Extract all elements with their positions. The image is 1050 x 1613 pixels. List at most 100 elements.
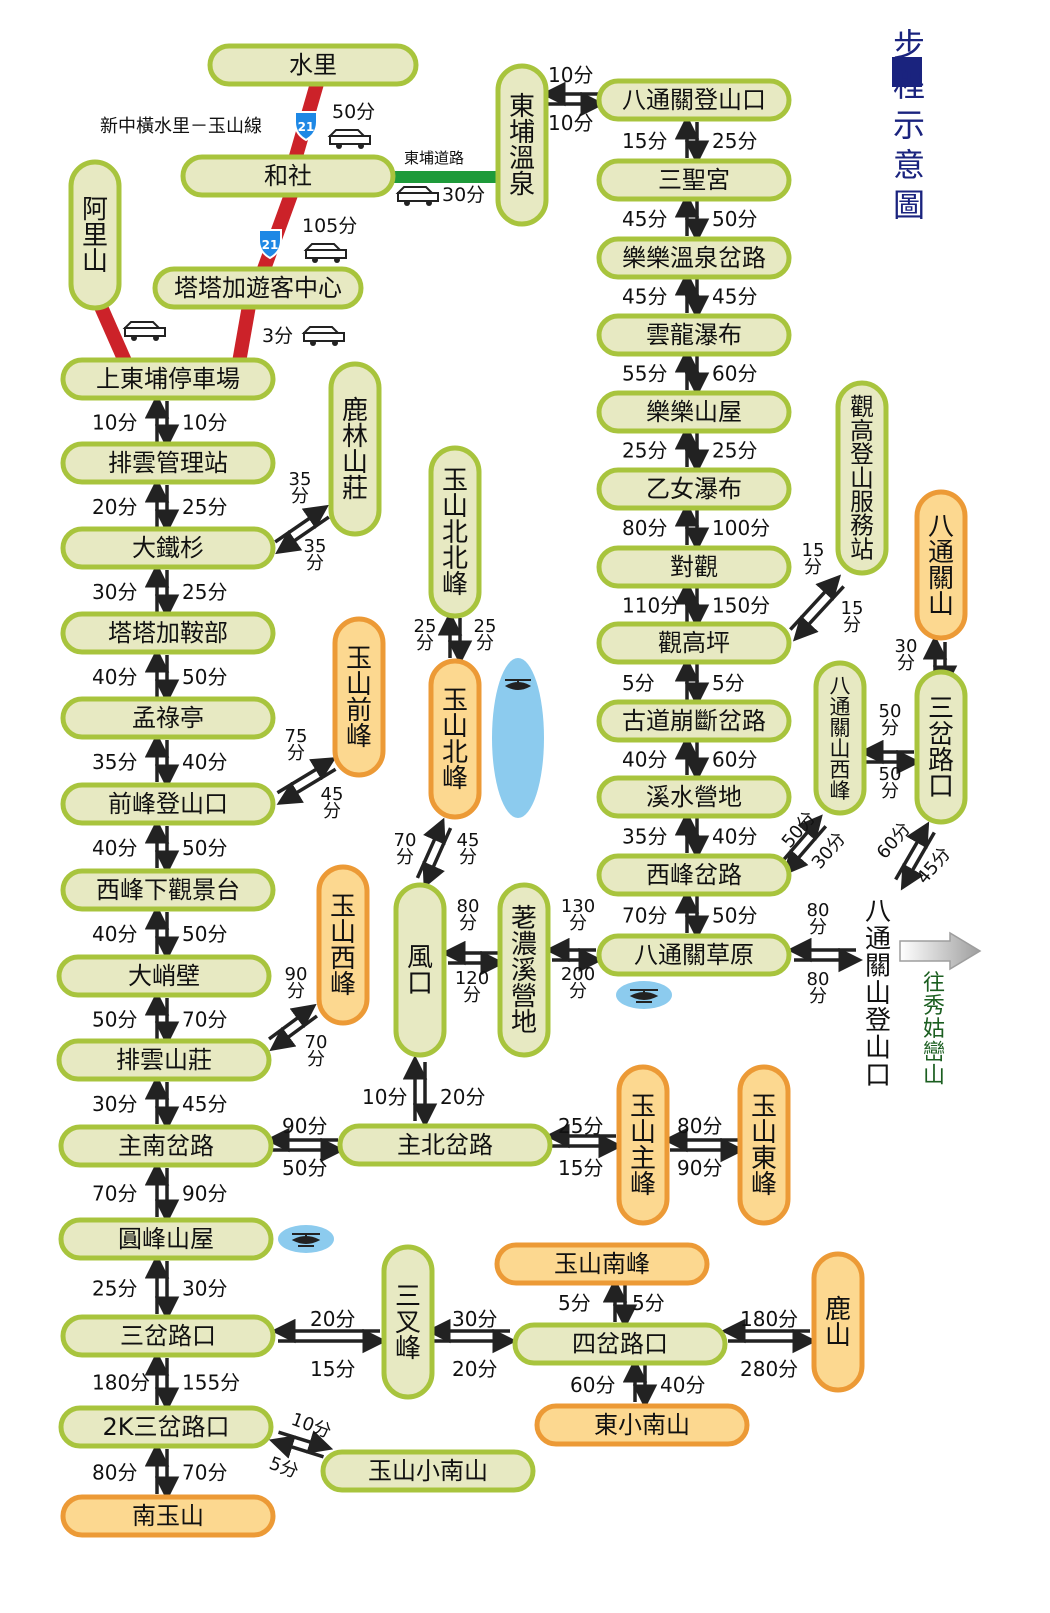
node-label: 上東埔停車場 — [96, 365, 240, 393]
time-label: 70分 — [92, 1182, 137, 1206]
node-label: 排雲山莊 — [116, 1046, 212, 1074]
arrow — [894, 821, 930, 881]
node-sicha: 四岔路口 — [512, 1322, 728, 1366]
node-label: 排雲管理站 — [108, 449, 228, 477]
time-label: 10分 — [548, 63, 593, 87]
node-pill — [207, 43, 419, 87]
node-sansheng: 三聖宮 — [596, 158, 792, 202]
time-label: 5分 — [632, 1291, 665, 1315]
node-pill — [495, 63, 549, 227]
time-label: 15分 — [310, 1357, 355, 1381]
time-label: 25分 — [182, 495, 227, 519]
node-pill — [914, 489, 968, 641]
node-label: 前峰登山口 — [108, 790, 228, 818]
node-yuanfeng: 圓峰山屋 — [58, 1217, 274, 1261]
time-label: 15分 — [558, 1156, 603, 1180]
node-label: 雲龍瀑布 — [646, 321, 742, 349]
time-label: 280分 — [740, 1357, 798, 1381]
node-pill — [393, 882, 447, 1058]
node-zhunan_junction: 主南岔路 — [58, 1124, 274, 1168]
node-batongguan_west: 八通關山西峰 — [813, 660, 867, 816]
node-sancha_east: 三岔路口 — [914, 669, 968, 825]
node-pill — [428, 658, 482, 820]
node-pill — [152, 266, 364, 310]
node-label: 八通關山 — [928, 512, 954, 620]
node-dongxiaonan: 東小南山 — [534, 1403, 750, 1447]
node-guangao_ping: 觀高坪 — [596, 621, 792, 665]
node-heshe: 和社 — [180, 154, 396, 198]
node-label: 八通關草原 — [634, 941, 754, 969]
node-pill — [60, 357, 276, 401]
time-label: 25分 — [622, 439, 667, 463]
node-daqiaobi: 大峭壁 — [56, 954, 272, 998]
node-label: 三聖宮 — [658, 166, 730, 194]
node-xifeng_lookout: 西峰下觀景台 — [60, 868, 276, 912]
time-label: 45分 — [712, 285, 757, 309]
node-pill — [60, 526, 276, 570]
node-pill — [497, 882, 551, 1058]
time-label: 45分 — [182, 1092, 227, 1116]
node-label: 西峰下觀景台 — [96, 876, 240, 904]
node-label: 主南岔路 — [118, 1132, 214, 1160]
time-label: 80分 — [622, 516, 667, 540]
node-pill — [58, 1405, 274, 1449]
arrow — [277, 1430, 334, 1454]
node-label: 風口 — [407, 943, 433, 999]
node-zhubei_junction: 主北岔路 — [337, 1123, 553, 1167]
node-layer: 水里和社塔塔加遊客中心上東埔停車場排雲管理站大鐵杉塔塔加鞍部孟祿亭前峰登山口西峰… — [56, 43, 968, 1538]
time-label: 50分 — [778, 807, 820, 852]
time-label: 155分 — [182, 1371, 240, 1395]
node-pill — [60, 1494, 276, 1538]
time-label: 3分 — [262, 325, 293, 347]
node-label: 玉山北峰 — [442, 686, 468, 794]
time-label: 60分 — [570, 1373, 615, 1397]
node-label: 荖濃溪營地 — [511, 904, 537, 1038]
time-label: 25分 — [92, 1277, 137, 1301]
label-layer: 直昇機停機坪八通關山登山口往秀姑巒山10分10分20分25分30分25分40分5… — [92, 63, 955, 1485]
time-label: 60分 — [712, 748, 757, 772]
node-label: 主北岔路 — [397, 1131, 493, 1159]
arrow — [789, 574, 842, 631]
node-pill — [60, 696, 276, 740]
road-line-name: 新中橫水里－玉山線 — [100, 116, 262, 137]
node-nanfeng: 玉山南峰 — [494, 1242, 710, 1286]
arrow — [415, 817, 446, 879]
time-label: 25分 — [558, 1114, 603, 1138]
node-pill — [596, 545, 792, 589]
node-yunlong: 雲龍瀑布 — [596, 313, 792, 357]
time-label: 30分 — [808, 828, 850, 873]
time-label: 150分 — [712, 594, 770, 618]
node-label: 玉山前峰 — [346, 644, 372, 752]
car-icon — [122, 321, 166, 341]
node-pill — [811, 1251, 865, 1393]
time-label: 40分 — [182, 750, 227, 774]
node-label: 觀高坪 — [658, 629, 730, 657]
node-duiguan: 對觀 — [596, 545, 792, 589]
node-nanyu: 南玉山 — [60, 1494, 276, 1538]
node-label: 玉山小南山 — [368, 1457, 488, 1485]
arrow — [274, 504, 329, 544]
node-label: 三岔路口 — [120, 1322, 216, 1350]
time-label: 10分 — [92, 411, 137, 435]
node-pill — [337, 1123, 553, 1167]
time-label: 5分 — [558, 1291, 591, 1315]
node-pill — [596, 467, 792, 511]
node-label: 玉山南峰 — [554, 1250, 650, 1278]
node-main_peak: 玉山主峰 — [616, 1064, 670, 1226]
node-pill — [428, 445, 482, 619]
node-label: 玉山主峰 — [630, 1092, 656, 1200]
node-laonong: 荖濃溪營地 — [497, 882, 551, 1058]
node-pill — [58, 1124, 274, 1168]
node-label: 大鐵杉 — [132, 534, 204, 562]
node-pill — [596, 390, 792, 434]
time-label: 40分 — [92, 836, 137, 860]
time-label: 25分 — [712, 129, 757, 153]
